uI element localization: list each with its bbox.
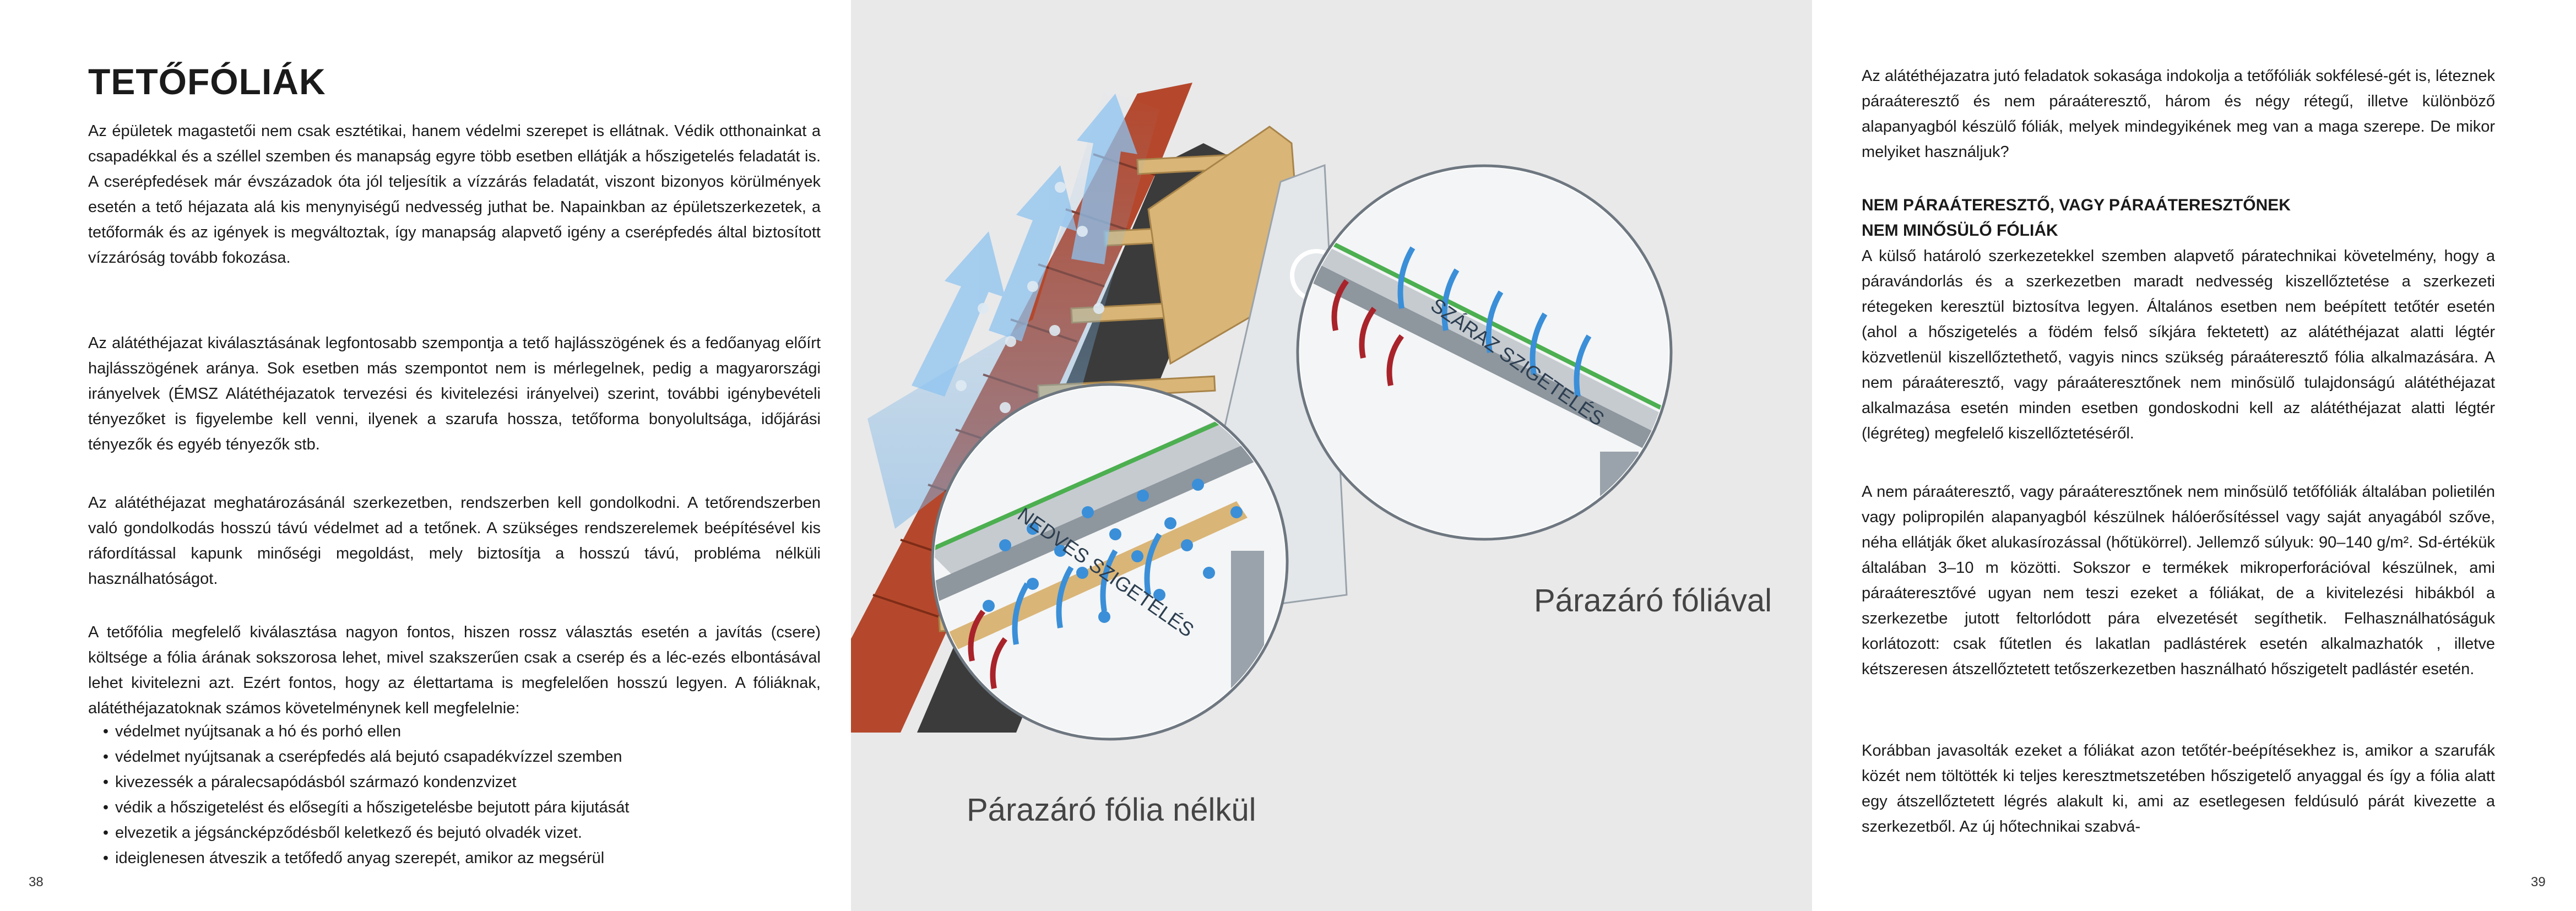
list-item: kivezessék a páralecsapódásból származó …	[96, 769, 823, 795]
vapor-arrows	[912, 94, 1137, 397]
list-item: védelmet nyújtsanak a hó és porhó ellen	[96, 719, 823, 744]
caption-without-vapor-barrier: Párazáró fólia nélkül	[967, 792, 1256, 828]
section-heading-line-1: NEM PÁRAÁTERESZTŐ, VAGY PÁRAÁTERESZTŐNEK	[1862, 196, 2291, 214]
wet-insulation-detail: NEDVES SZIGETELÉS	[931, 383, 1289, 741]
list-item: ideiglenesen átveszik a tetőfedő anyag s…	[96, 845, 823, 871]
dry-insulation-detail: SZÁRAZ SZIGETELÉS	[1296, 164, 1673, 541]
right-paragraph-2: A nem páraáteresztő, vagy páraáteresztőn…	[1862, 483, 2495, 678]
roof-diagram: NEDVES SZIGETELÉS	[851, 0, 1812, 911]
page-title: TETŐFÓLIÁK	[88, 61, 326, 102]
list-item: elvezetik a jégsáncképződésből keletkező…	[96, 820, 823, 845]
right-paragraph-1: A külső határoló szerkezetekkel szemben …	[1862, 247, 2495, 442]
list-item: védelmet nyújtsanak a cserépfedés alá be…	[96, 744, 823, 769]
left-paragraph-1: Az épületek magastetői nem csak esztétik…	[88, 122, 821, 267]
right-intro: Az alátéthéjazatra jutó feladatok sokasá…	[1862, 67, 2495, 161]
left-paragraph-4: A tetőfólia megfelelő kiválasztása nagyo…	[88, 623, 821, 717]
page-number-left: 38	[29, 875, 44, 890]
caption-with-vapor-barrier: Párazáró fóliával	[1534, 583, 1772, 619]
left-paragraph-2: Az alátéthéjazat kiválasztásának legfont…	[88, 334, 821, 453]
page-number-right: 39	[2531, 875, 2546, 890]
left-paragraph-3: Az alátéthéjazat meghatározásánál szerke…	[88, 494, 821, 588]
requirements-list: védelmet nyújtsanak a hó és porhó ellen …	[96, 719, 823, 871]
right-paragraph-3: Korábban javasolták ezeket a fóliákat az…	[1862, 742, 2495, 836]
section-heading-line-2: NEM MINŐSÜLŐ FÓLIÁK	[1862, 221, 2058, 240]
list-item: védik a hőszigetelést és elősegíti a hős…	[96, 795, 823, 820]
